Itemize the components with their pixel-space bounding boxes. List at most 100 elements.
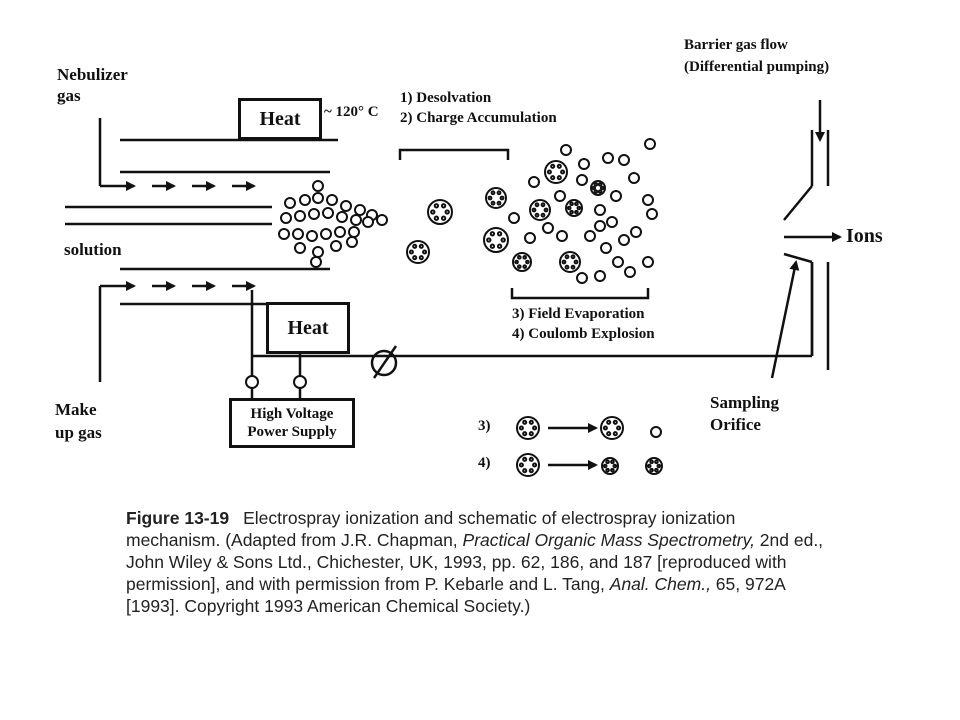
field-evaporation-bracket — [510, 288, 650, 300]
charge-dot — [440, 215, 447, 221]
charge-dot — [654, 459, 659, 465]
droplet — [376, 214, 388, 226]
charge-dot — [540, 202, 546, 208]
orifice-upper-cone — [783, 185, 813, 221]
charge-dot — [518, 425, 524, 431]
ions-label: Ions — [846, 225, 883, 247]
figure-number: Figure 13-19 — [126, 508, 230, 528]
charge-dot — [605, 467, 610, 473]
droplet — [560, 144, 572, 156]
droplet — [606, 216, 618, 228]
droplet — [334, 226, 346, 238]
charge-dot — [499, 195, 505, 201]
power-supply-box: High Voltage Power Supply — [229, 398, 355, 448]
droplet — [600, 242, 612, 254]
droplet — [292, 228, 304, 240]
droplet — [556, 230, 568, 242]
charge-dot — [560, 169, 566, 175]
droplet — [618, 154, 630, 166]
charge-dot — [522, 255, 528, 260]
make-up-line-1: Make — [55, 400, 97, 419]
charge-dot — [522, 419, 528, 425]
charge-dot — [556, 163, 562, 169]
charge-dot — [422, 249, 428, 255]
charge-dot — [528, 431, 534, 437]
nebulizer-line-2: gas — [57, 86, 81, 105]
droplet — [594, 220, 606, 232]
droplet — [628, 172, 640, 184]
mechanism-3-label: 3) — [478, 418, 491, 434]
charge-dot — [593, 189, 599, 194]
charge-dot — [570, 254, 576, 260]
charge-dot — [574, 201, 579, 207]
caption-text-1: Electrospray ionization and schematic of… — [126, 508, 736, 550]
terminal-left-icon — [245, 375, 259, 389]
schematic-drawing — [65, 100, 842, 477]
droplet — [320, 228, 332, 240]
droplet — [528, 176, 540, 188]
charge-dot — [602, 425, 608, 431]
barrier-line-1: Barrier gas flow — [684, 37, 788, 53]
droplet — [584, 230, 596, 242]
droplet — [650, 426, 662, 438]
charge-dot — [569, 201, 574, 207]
heat-bottom-label: Heat — [287, 316, 329, 339]
droplet — [542, 222, 554, 234]
charge-dot — [597, 182, 603, 187]
droplet — [326, 194, 338, 206]
charge-dot — [522, 456, 528, 462]
step-4: 4) Coulomb Explosion — [512, 326, 655, 342]
droplet — [336, 211, 348, 223]
charge-dot — [550, 175, 556, 181]
charge-dot — [591, 185, 597, 191]
charge-dot — [517, 264, 522, 269]
charge-dot — [573, 259, 579, 265]
charge-dot — [528, 456, 534, 462]
charge-dot — [597, 189, 603, 194]
mechanism-droplets — [516, 416, 663, 477]
charge-dot — [433, 203, 440, 209]
charge-dot — [518, 462, 524, 468]
charge-dot — [610, 459, 615, 465]
charge-dot — [532, 425, 538, 431]
droplet — [610, 190, 622, 202]
droplet — [284, 197, 296, 209]
charge-dot — [490, 200, 496, 206]
droplet — [354, 204, 366, 216]
droplet — [624, 266, 636, 278]
charge-dot — [602, 463, 608, 469]
charge-dot — [566, 205, 572, 211]
charge-dot — [564, 254, 570, 260]
charge-dot — [486, 237, 492, 243]
temperature-label: ~ 120° C — [324, 104, 379, 120]
charge-dot — [444, 209, 450, 215]
terminal-right-icon — [293, 375, 307, 389]
charge-dot — [612, 463, 618, 469]
charge-dot — [534, 202, 540, 208]
charge-dot — [418, 243, 424, 249]
sampling-line-1: Sampling — [710, 393, 779, 412]
charge-dot — [574, 209, 579, 215]
droplet — [642, 256, 654, 268]
step-2: 2) Charge Accumulation — [400, 110, 557, 126]
charge-dot — [496, 190, 502, 196]
charge-dot — [612, 431, 618, 437]
steps-top-label: 1) Desolvation 2) Charge Accumulation — [400, 88, 557, 128]
charge-dot — [412, 255, 418, 261]
droplet-cloud — [278, 138, 658, 284]
nebulizer-line-1: Nebulizer — [57, 65, 128, 84]
caption-text-2: 2nd ed., John Wiley & Sons Ltd., Chiches… — [126, 530, 824, 594]
droplet — [278, 228, 290, 240]
charge-dot — [430, 209, 436, 215]
charge-dot — [649, 459, 654, 465]
charge-dot — [531, 207, 537, 213]
charge-dot — [522, 264, 528, 269]
droplet — [346, 236, 358, 248]
variable-resistor-icon — [370, 345, 398, 379]
caption-text-3: 65, 972A [1993]. Copyright 1993 American… — [126, 574, 785, 616]
charge-dot — [433, 215, 440, 221]
charge-dot — [489, 243, 496, 249]
droplet — [308, 208, 320, 220]
